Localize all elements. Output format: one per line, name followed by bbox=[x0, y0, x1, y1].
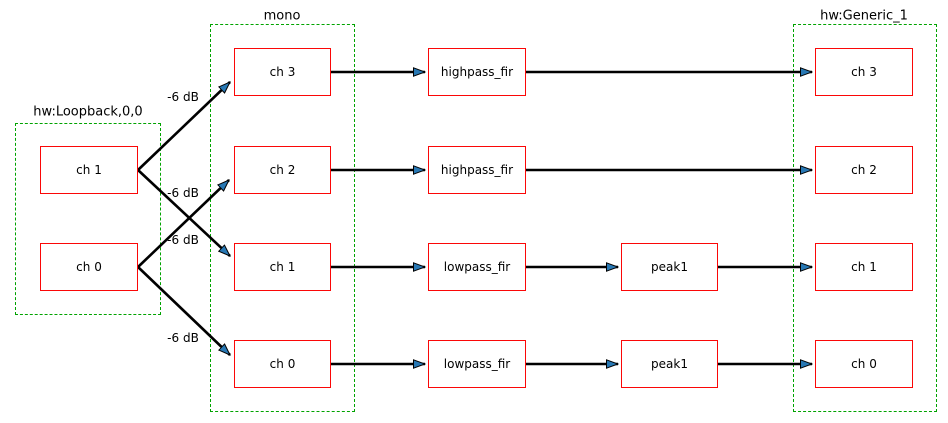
playback-ch0-box: ch 0 bbox=[815, 340, 913, 388]
playback-ch2-box: ch 2 bbox=[815, 146, 913, 194]
mixer-ch3-box: ch 3 bbox=[234, 48, 331, 96]
gain-label-ch0-to-ch2: -6 dB bbox=[167, 233, 199, 247]
filter-lowpass-ch1-box: lowpass_fir bbox=[428, 243, 526, 291]
capture-ch0-box: ch 0 bbox=[40, 243, 138, 291]
playback-device-group bbox=[793, 24, 937, 412]
filter-peak1-ch0-box: peak1 bbox=[621, 340, 718, 388]
gain-label-ch1-to-ch1: -6 dB bbox=[167, 186, 199, 200]
gain-label-ch1-to-ch3: -6 dB bbox=[167, 90, 199, 104]
playback-ch3-box: ch 3 bbox=[815, 48, 913, 96]
mixer-ch1-box: ch 1 bbox=[234, 243, 331, 291]
mixer-label: mono bbox=[263, 8, 301, 24]
filter-lowpass-ch0-box: lowpass_fir bbox=[428, 340, 526, 388]
gain-label-ch0-to-ch0: -6 dB bbox=[167, 331, 199, 345]
filter-highpass-ch3-box: highpass_fir bbox=[428, 48, 526, 96]
capture-ch1-box: ch 1 bbox=[40, 146, 138, 194]
playback-device-label: hw:Generic_1 bbox=[820, 8, 908, 24]
playback-ch1-box: ch 1 bbox=[815, 243, 913, 291]
capture-device-label: hw:Loopback,0,0 bbox=[33, 104, 143, 120]
filter-peak1-ch1-box: peak1 bbox=[621, 243, 718, 291]
mixer-ch2-box: ch 2 bbox=[234, 146, 331, 194]
mixer-ch0-box: ch 0 bbox=[234, 340, 331, 388]
filter-edges bbox=[331, 72, 812, 364]
filter-highpass-ch2-box: highpass_fir bbox=[428, 146, 526, 194]
